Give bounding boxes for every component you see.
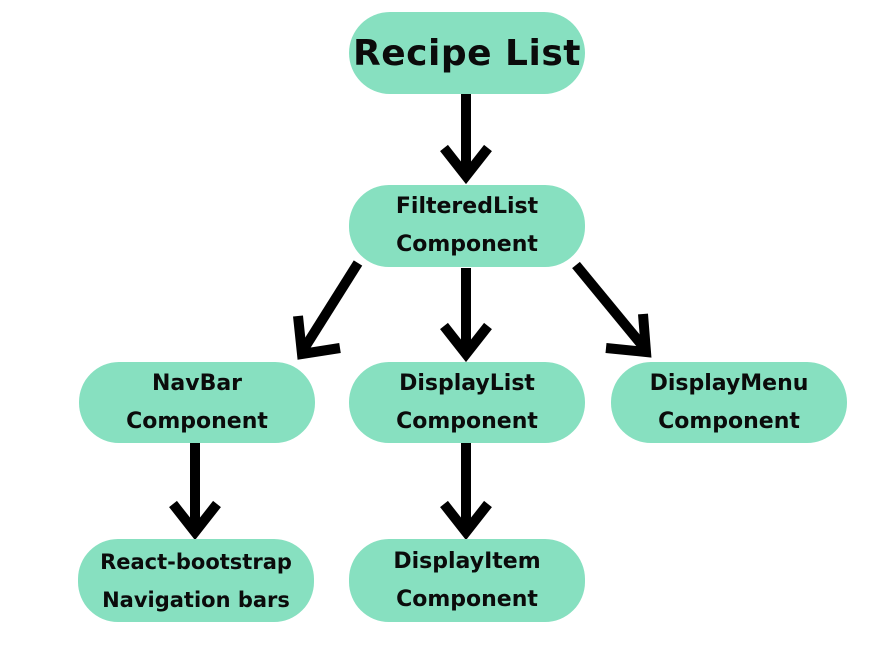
node-display-item-line1: DisplayItem <box>393 548 541 574</box>
node-filtered-list-line2: Component <box>396 232 538 257</box>
arrow-filtered-to-displaylist <box>440 268 492 363</box>
node-display-list-line1: DisplayList <box>399 370 535 396</box>
node-display-menu-line2: Component <box>658 408 800 434</box>
node-filtered-list: FilteredList Component <box>349 185 585 267</box>
node-navbar-line1: NavBar <box>151 370 243 396</box>
arrow-navbar-to-react-bootstrap <box>169 443 221 541</box>
node-display-menu-line1: DisplayMenu <box>649 370 809 396</box>
node-display-item-line2: Component <box>396 586 538 612</box>
node-navbar-line2: Component <box>126 408 268 434</box>
arrow-displaylist-to-displayitem <box>440 443 492 541</box>
node-recipe-list-label: Recipe List <box>353 32 581 74</box>
arrow-filtered-to-displaymenu <box>572 261 652 358</box>
node-filtered-list-line1: FilteredList <box>395 194 539 219</box>
node-display-item: DisplayItem Component <box>349 539 585 622</box>
node-react-bootstrap-line1: React-bootstrap <box>100 549 292 574</box>
node-navbar: NavBar Component <box>79 362 315 443</box>
arrow-root-to-filtered <box>440 94 492 185</box>
arrow-filtered-to-navbar <box>293 260 363 360</box>
node-recipe-list: Recipe List <box>349 12 585 94</box>
node-display-list: DisplayList Component <box>349 362 585 443</box>
node-react-bootstrap-line2: Navigation bars <box>102 587 290 612</box>
node-display-menu: DisplayMenu Component <box>611 362 847 443</box>
node-display-list-line2: Component <box>396 408 538 434</box>
node-react-bootstrap: React-bootstrap Navigation bars <box>78 539 314 622</box>
